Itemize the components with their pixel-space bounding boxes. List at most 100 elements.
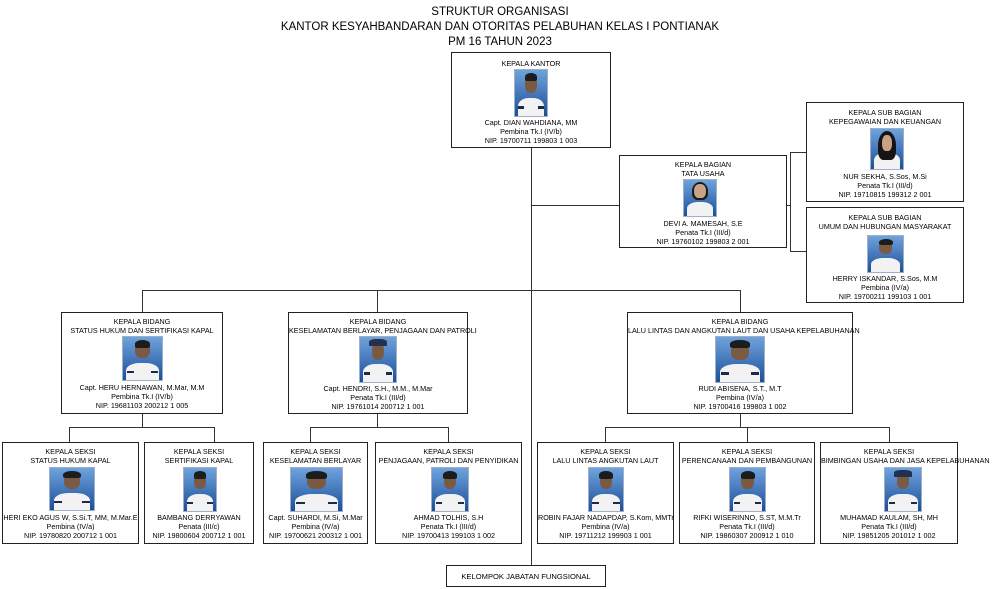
- connector: [787, 205, 791, 206]
- official-nip: NIP. 19710815 199312 2 001: [838, 190, 932, 199]
- kelompok-fungsional-box: KELOMPOK JABATAN FUNGSIONAL: [446, 565, 606, 587]
- role-unit: UMUM DAN HUBUNGAN MASYARAKAT: [818, 222, 952, 231]
- role-unit: LALU LINTAS ANGKUTAN LAUT: [552, 456, 659, 465]
- official-name: RIFKI WISERINNO, S.ST, M.M.Tr: [693, 513, 801, 522]
- connector: [747, 427, 748, 442]
- role-title: KEPALA SEKSI: [863, 447, 915, 456]
- official-nip: NIP. 19700711 199803 1 003: [484, 136, 578, 145]
- official-name: Capt. HERU HERNAWAN, M.Mar, M.M: [79, 383, 205, 392]
- official-name: RUDI ABISENA, S.T., M.T: [698, 384, 782, 393]
- regulation: PM 16 TAHUN 2023: [448, 36, 552, 48]
- official-rank: Penata Tk.I (III/d): [420, 522, 477, 531]
- photo-kasi-sertifikasi: [183, 467, 217, 512]
- official-nip: NIP. 19700416 199803 1 002: [693, 402, 787, 411]
- kabid-status-hukum-box: KEPALA BIDANG STATUS HUKUM DAN SERTIFIKA…: [61, 312, 223, 414]
- connector: [142, 290, 143, 312]
- connector: [605, 427, 606, 442]
- role-title: KEPALA SEKSI: [290, 447, 341, 456]
- official-rank: Penata (III/c): [178, 522, 220, 531]
- official-nip: NIP. 19700413 199103 1 002: [402, 531, 495, 540]
- official-name: BAMBANG DERRYAWAN: [157, 513, 241, 522]
- official-nip: NIP. 19761014 200712 1 001: [331, 402, 425, 411]
- connector: [69, 427, 215, 428]
- connector: [214, 427, 215, 442]
- role-unit: PENJAGAAN, PATROLI DAN PENYIDIKAN: [378, 456, 519, 465]
- photo-kasi-penjagaan: [431, 467, 469, 512]
- kabag-tata-usaha-box: KEPALA BAGIAN TATA USAHA DEVI A. MAMESAH…: [619, 155, 787, 248]
- connector: [142, 290, 741, 291]
- photo-kepala-kantor: [514, 69, 548, 117]
- role-unit: STATUS HUKUM KAPAL: [30, 456, 111, 465]
- official-name: HERRY ISKANDAR, S.Sos, M.M: [832, 274, 938, 283]
- official-rank: Pembina (IV/a): [581, 522, 630, 531]
- role-unit: PERENCANAAN DAN PEMBANGUNAN: [681, 456, 813, 465]
- official-nip: NIP. 19860307 200912 1 010: [700, 531, 794, 540]
- official-rank: Pembina Tk.I (IV/b): [111, 392, 173, 401]
- official-rank: Pembina (IV/a): [291, 522, 340, 531]
- photo-kabid-keselamatan: [359, 336, 397, 383]
- connector: [790, 251, 806, 252]
- role-unit: KEPEGAWAIAN DAN KEUANGAN: [828, 117, 942, 126]
- connector: [377, 290, 378, 312]
- role-title: KEPALA SEKSI: [721, 447, 773, 456]
- role-unit: STATUS HUKUM DAN SERTIFIKASI KAPAL: [70, 326, 214, 335]
- official-rank: Penata Tk.I (III/d): [861, 522, 917, 531]
- official-rank: Pembina (IV/a): [716, 393, 764, 402]
- photo-kasubag-kepegawaian: [870, 128, 904, 170]
- role-title: KEPALA BIDANG: [711, 317, 769, 326]
- official-rank: Pembina (IV/a): [46, 522, 95, 531]
- chart-title: STRUKTUR ORGANISASI: [431, 6, 569, 18]
- official-rank: Pembina (IV/a): [861, 283, 909, 292]
- connector: [448, 427, 449, 442]
- photo-kasi-perencanaan: [729, 467, 766, 512]
- role-unit: KESELAMATAN BERLAYAR, PENJAGAAN DAN PATR…: [289, 326, 477, 335]
- official-nip: NIP. 19800604 200712 1 001: [152, 531, 246, 540]
- connector: [740, 290, 741, 312]
- role-unit: SERTIFIKASI KAPAL: [164, 456, 234, 465]
- role-title: KEPALA SEKSI: [423, 447, 474, 456]
- role-title: KEPALA BIDANG: [113, 317, 171, 326]
- photo-kasi-bimbingan: [884, 467, 922, 512]
- connector: [310, 427, 449, 428]
- kasubag-kepegawaian-box: KEPALA SUB BAGIAN KEPEGAWAIAN DAN KEUANG…: [806, 102, 964, 202]
- kepala-kantor-box: KEPALA KANTOR Capt. DIAN WAHDIANA, MM Pe…: [451, 52, 611, 148]
- official-name: Capt. SUHARDI, M.Si, M.Mar: [268, 513, 363, 522]
- official-nip: NIP. 19780820 200712 1 001: [24, 531, 117, 540]
- official-name: HERI EKO AGUS W, S.Si.T, MM, M.Mar.E: [3, 513, 138, 522]
- official-nip: NIP. 19760102 199803 2 001: [656, 237, 750, 246]
- official-name: Capt. DIAN WAHDIANA, MM: [484, 118, 578, 127]
- photo-kabid-lalu-lintas: [715, 336, 765, 383]
- kasi-perencanaan-box: KEPALA SEKSI PERENCANAAN DAN PEMBANGUNAN…: [679, 442, 815, 544]
- official-name: DEVI A. MAMESAH, S.E: [663, 219, 743, 228]
- official-name: ROBIN FAJAR NADAPDAP, S.Kom, MMTr: [538, 513, 674, 522]
- official-name: MUHAMAD KAULAM, SH, MH: [840, 513, 938, 522]
- role-title: KEPALA BIDANG: [349, 317, 407, 326]
- official-rank: Penata Tk.I (III/d): [350, 393, 406, 402]
- official-rank: Penata Tk.I (III/d): [719, 522, 775, 531]
- connector: [531, 148, 532, 565]
- role-unit: KESELAMATAN BERLAYAR: [269, 456, 362, 465]
- office-name: KANTOR KESYAHBANDARAN DAN OTORITAS PELAB…: [280, 21, 720, 33]
- kasi-lalu-lintas-box: KEPALA SEKSI LALU LINTAS ANGKUTAN LAUT R…: [537, 442, 674, 544]
- connector: [740, 414, 741, 428]
- kabid-lalu-lintas-box: KEPALA BIDANG LALU LINTAS DAN ANGKUTAN L…: [627, 312, 860, 414]
- official-nip: NIP. 19700621 200312 1 001: [269, 531, 362, 540]
- role-title: KEPALA SEKSI: [45, 447, 96, 456]
- kasi-penjagaan-box: KEPALA SEKSI PENJAGAAN, PATROLI DAN PENY…: [375, 442, 522, 544]
- kasi-bimbingan-box: KEPALA SEKSI BIMBINGAN USAHA DAN JASA KE…: [820, 442, 990, 544]
- photo-kabid-status-hukum: [122, 336, 163, 381]
- connector: [790, 152, 806, 153]
- official-rank: Penata Tk.I (III/d): [857, 181, 913, 190]
- role-title: KEPALA SUB BAGIAN: [848, 213, 922, 222]
- connector: [377, 414, 378, 428]
- photo-kasi-lalu-lintas: [588, 467, 624, 512]
- kasi-keselamatan-box: KEPALA SEKSI KESELAMATAN BERLAYAR Capt. …: [263, 442, 368, 544]
- official-name: NUR SEKHA, S.Sos, M.Si: [843, 172, 927, 181]
- fungsional-label: KELOMPOK JABATAN FUNGSIONAL: [461, 572, 591, 581]
- photo-kasubag-umum: [867, 235, 904, 273]
- official-rank: Penata Tk.I (III/d): [675, 228, 731, 237]
- role-title: KEPALA KANTOR: [501, 59, 561, 68]
- role-title: KEPALA SEKSI: [580, 447, 631, 456]
- kasubag-umum-box: KEPALA SUB BAGIAN UMUM DAN HUBUNGAN MASY…: [806, 207, 964, 303]
- kabid-keselamatan-box: KEPALA BIDANG KESELAMATAN BERLAYAR, PENJ…: [288, 312, 477, 414]
